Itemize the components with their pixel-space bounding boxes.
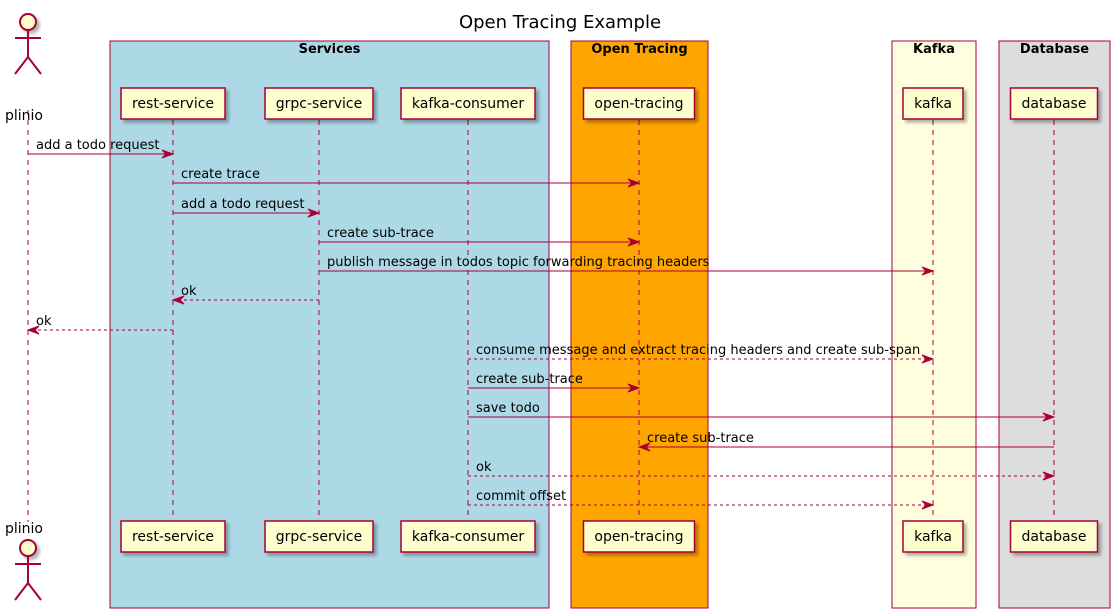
- participant-box: [400, 87, 536, 120]
- participant-kcons-bottom: kafka-consumer: [400, 520, 536, 553]
- participant-ot-top: open-tracing: [582, 87, 696, 120]
- participant-box: [264, 87, 374, 120]
- participant-box: [902, 87, 964, 120]
- message-11: ok: [468, 460, 1056, 481]
- participant-box: [264, 520, 374, 553]
- message-label: ok: [476, 460, 492, 475]
- message-2: add a todo request: [173, 197, 321, 218]
- message-12: commit offset: [468, 489, 935, 510]
- message-1: create trace: [173, 167, 641, 188]
- participant-label: rest-service: [132, 529, 214, 545]
- message-arrowhead: [307, 208, 321, 218]
- message-arrowhead: [1042, 471, 1056, 481]
- actor-leg-right: [27, 56, 42, 75]
- message-arrowhead: [637, 442, 651, 452]
- box-kafka-label: Kafka: [913, 42, 955, 57]
- message-label: consume message and extract tracing head…: [476, 343, 920, 358]
- message-label: save todo: [476, 401, 540, 416]
- participant-label: kafka: [914, 96, 952, 112]
- message-label: commit offset: [476, 489, 566, 504]
- participant-label: grpc-service: [276, 529, 362, 545]
- participant-label: kafka-consumer: [412, 96, 524, 112]
- box-services: Services: [109, 40, 550, 609]
- actor-label: plinio: [5, 108, 43, 124]
- message-5: ok: [171, 284, 319, 305]
- participant-box: [400, 520, 536, 553]
- messages: add a todo request create trace add a todo…: [26, 138, 1056, 510]
- participants: rest-service rest-service grpc-service grpc…: [5, 13, 1099, 601]
- participant-label: rest-service: [132, 96, 214, 112]
- actor-leg-left: [14, 582, 29, 601]
- message-label: add a todo request: [36, 138, 160, 153]
- actor-head: [19, 539, 37, 557]
- message-arrowhead: [921, 354, 935, 364]
- message-label: create sub-trace: [327, 226, 434, 241]
- lifelines: [27, 110, 1055, 522]
- participant-ot-bottom: open-tracing: [582, 520, 696, 553]
- message-arrowhead: [921, 500, 935, 510]
- participant-rest-top: rest-service: [120, 87, 226, 120]
- actor-plinio-bottom: plinio: [5, 521, 43, 601]
- message-arrowhead: [627, 178, 641, 188]
- message-8: create sub-trace: [468, 372, 641, 393]
- message-9: save todo: [468, 401, 1056, 422]
- participant-db-top: database: [1009, 87, 1099, 120]
- participant-box: [120, 520, 226, 553]
- message-label: create sub-trace: [476, 372, 583, 387]
- message-arrowhead: [26, 325, 40, 335]
- box-services-label: Services: [299, 42, 361, 57]
- participant-label: grpc-service: [276, 96, 362, 112]
- message-10: create sub-trace: [637, 431, 1054, 452]
- message-arrowhead: [161, 149, 175, 159]
- box-open-tracing-label: Open Tracing: [591, 42, 687, 57]
- message-arrowhead: [627, 383, 641, 393]
- message-label: create trace: [181, 167, 260, 182]
- participant-kafka-bottom: kafka: [902, 520, 964, 553]
- participant-label: database: [1022, 529, 1087, 545]
- message-label: ok: [36, 314, 52, 329]
- participant-box: [1009, 87, 1099, 120]
- box-kafka: Kafka: [891, 40, 977, 609]
- participant-db-bottom: database: [1009, 520, 1099, 553]
- participant-box: [902, 520, 964, 553]
- participant-kcons-top: kafka-consumer: [400, 87, 536, 120]
- participant-grpc-top: grpc-service: [264, 87, 374, 120]
- participant-box: [120, 87, 226, 120]
- message-arrowhead: [921, 266, 935, 276]
- participant-label: kafka: [914, 529, 952, 545]
- message-4: publish message in todos topic forwardin…: [319, 255, 935, 276]
- participant-box: [582, 520, 696, 553]
- message-label: create sub-trace: [647, 431, 754, 446]
- participant-kafka-top: kafka: [902, 87, 964, 120]
- participant-box: [582, 87, 696, 120]
- diagram-title: Open Tracing Example: [459, 12, 661, 33]
- participant-label: database: [1022, 96, 1087, 112]
- box-database-label: Database: [1020, 42, 1089, 57]
- actor-leg-right: [27, 582, 42, 601]
- message-label: add a todo request: [181, 197, 305, 212]
- participant-label: kafka-consumer: [412, 529, 524, 545]
- participant-box: [1009, 520, 1099, 553]
- message-label: ok: [181, 284, 197, 299]
- message-label: publish message in todos topic forwardin…: [327, 255, 710, 270]
- actor-label: plinio: [5, 521, 43, 537]
- participant-grpc-bottom: grpc-service: [264, 520, 374, 553]
- participant-label: open-tracing: [594, 96, 683, 112]
- message-arrowhead: [627, 237, 641, 247]
- message-6: ok: [26, 314, 173, 335]
- message-3: create sub-trace: [319, 226, 641, 247]
- message-0: add a todo request: [28, 138, 175, 159]
- message-arrowhead: [1042, 412, 1056, 422]
- message-7: consume message and extract tracing head…: [468, 343, 935, 364]
- actor-plinio-top: plinio: [5, 13, 43, 124]
- actor-head: [19, 13, 37, 31]
- participant-label: open-tracing: [594, 529, 683, 545]
- message-arrowhead: [171, 295, 185, 305]
- actor-leg-left: [14, 56, 29, 75]
- participant-rest-bottom: rest-service: [120, 520, 226, 553]
